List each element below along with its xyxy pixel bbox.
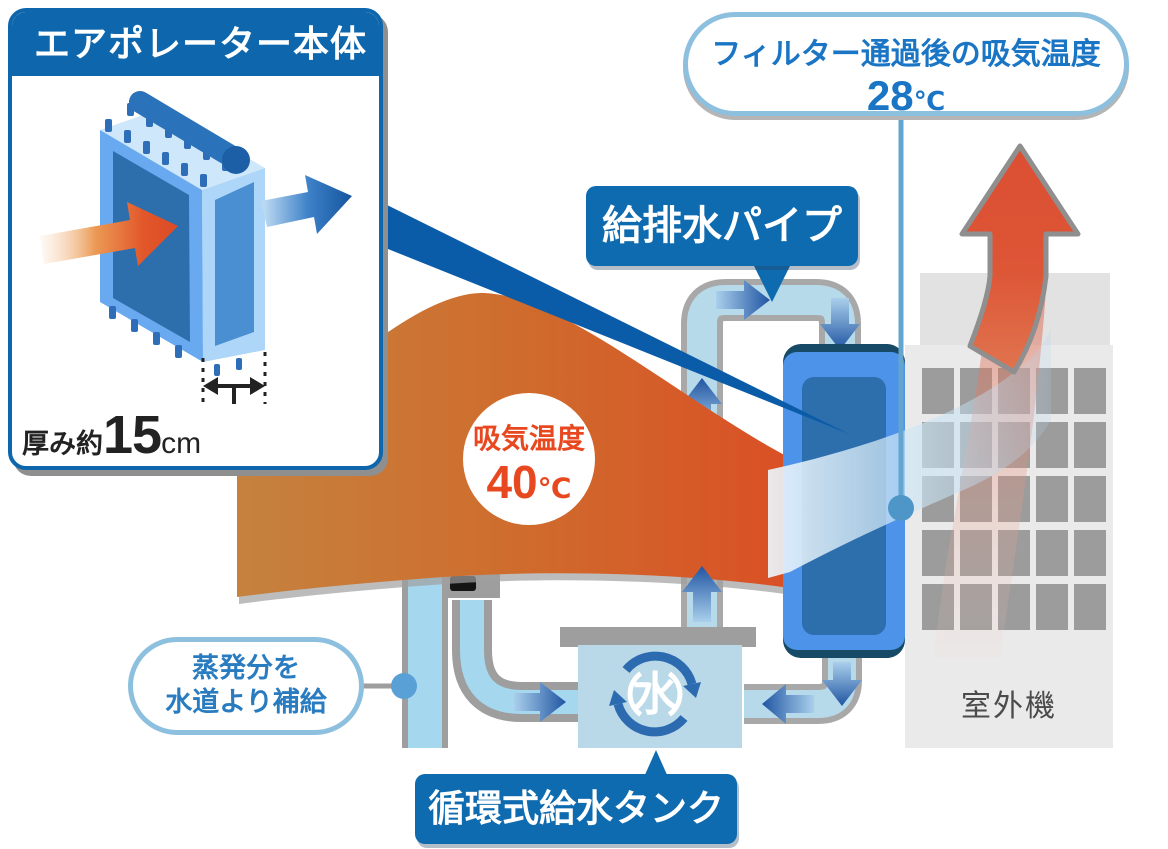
circulation-arrowhead [683,682,701,698]
intake-temp-value: 40 [486,456,538,508]
filtered-temp-label: フィルター通過後の吸気温度 [711,38,1101,71]
intake-temp-label: 吸気温度 [472,423,585,454]
arrow-right-icon [716,280,770,320]
panel-pegs-bottom [109,306,242,376]
filtered-temp-bubble: フィルター通過後の吸気温度 28℃ [683,12,1129,119]
arrow-right-icon [514,682,566,722]
tank-label: 循環式給水タンク [415,774,737,844]
arrow-up-icon [682,566,722,622]
thickness-dimension [201,352,267,404]
intake-temp-badge: 吸気温度 40℃ [463,393,595,525]
exhaust-arrow [959,143,1081,375]
refill-bubble: 蒸発分を 水道より補給 [128,637,364,735]
arrow-down-icon [820,298,860,350]
water-tap [402,566,580,748]
callout-dot [888,495,914,521]
water-tank [560,627,756,748]
callout-dot [391,673,417,699]
thickness-text: 厚み約15cm [22,405,202,465]
hot-air-in-arrow [40,202,178,266]
intake-temp-unit: ℃ [537,473,572,504]
water-rod [129,91,250,174]
filtered-temp-value: 28 [866,72,914,119]
airporator-inset-card: エアポレーター本体 [8,8,383,470]
circulation-arc-bottom [613,702,688,737]
circulation-arc-top [622,651,697,686]
filtered-temp-unit: ℃ [913,86,946,116]
outdoor-unit-label: 室外機 [961,690,1057,723]
inset-card-title: エアポレーター本体 [12,12,379,76]
refill-line1: 蒸発分を [192,653,300,684]
refill-line2: 水道より補給 [165,687,327,717]
circulation-arrowhead [609,690,627,706]
cool-air-out-arrow [261,175,352,234]
pipe-label-pointer [752,262,792,302]
cooled-air-flow [768,328,1051,578]
arrow-left-icon [762,684,814,724]
leader-wedge [383,203,849,434]
tank-water-symbol: 水 [632,668,678,720]
pipe-label: 給排水パイプ [586,186,858,266]
airporator-illustration [40,91,352,404]
arrow-down-icon [822,662,862,706]
